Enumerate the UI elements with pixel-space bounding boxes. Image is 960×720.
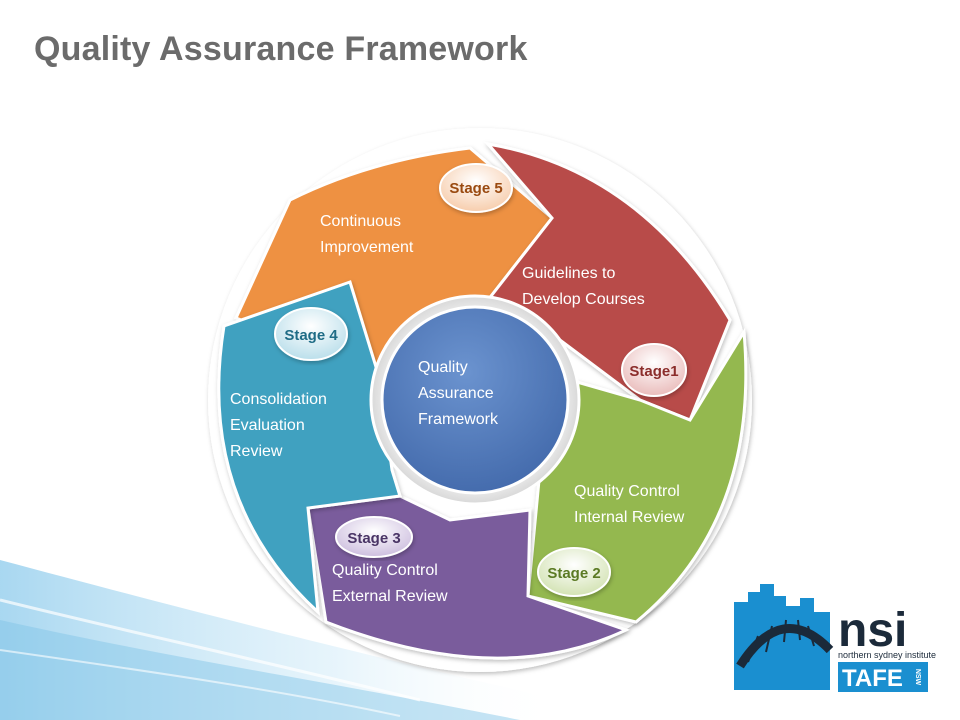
stage-1-badge: Stage1 — [621, 343, 687, 397]
bridge-icon — [736, 623, 834, 669]
stage-3-label: Stage 3 — [347, 530, 400, 547]
skyline-icon — [734, 584, 830, 690]
center-circle — [380, 305, 570, 495]
stage-5-label: Stage 5 — [449, 180, 502, 197]
segment-consolidation — [217, 280, 402, 616]
seg3-line-2: External Review — [332, 588, 448, 605]
center-line-2: Assurance — [418, 385, 494, 402]
seg4-line-2: Evaluation — [230, 417, 305, 434]
logo-sub: TAFE — [842, 665, 903, 692]
stage-1-label: Stage1 — [629, 363, 678, 380]
seg3-line-1: Quality Control — [332, 562, 438, 579]
stage-3-badge: Stage 3 — [335, 516, 413, 558]
seg4-line-1: Consolidation — [230, 391, 327, 408]
seg5-line-1: Continuous — [320, 213, 401, 230]
logo-tagline: northern sydney institute — [838, 650, 936, 660]
seg1-line-2: Develop Courses — [522, 291, 645, 308]
seg5-line-2: Improvement — [320, 239, 414, 256]
logo-state: NSW — [914, 669, 921, 686]
seg1-line-1: Guidelines to — [522, 265, 615, 282]
center-line-3: Framework — [418, 411, 499, 428]
stage-5-badge: Stage 5 — [439, 163, 513, 213]
stage-4-label: Stage 4 — [284, 327, 338, 344]
center-line-1: Quality — [418, 359, 468, 376]
seg2-line-1: Quality Control — [574, 483, 680, 500]
seg2-line-2: Internal Review — [574, 509, 685, 526]
slide-title: Quality Assurance Framework — [34, 30, 528, 68]
tafe-block — [838, 662, 928, 692]
stage-4-badge: Stage 4 — [274, 307, 348, 361]
seg4-line-3: Review — [230, 443, 283, 460]
stage-2-label: Stage 2 — [547, 565, 600, 582]
stage-2-badge: Stage 2 — [537, 547, 611, 597]
logo-name: nsi — [838, 604, 907, 657]
